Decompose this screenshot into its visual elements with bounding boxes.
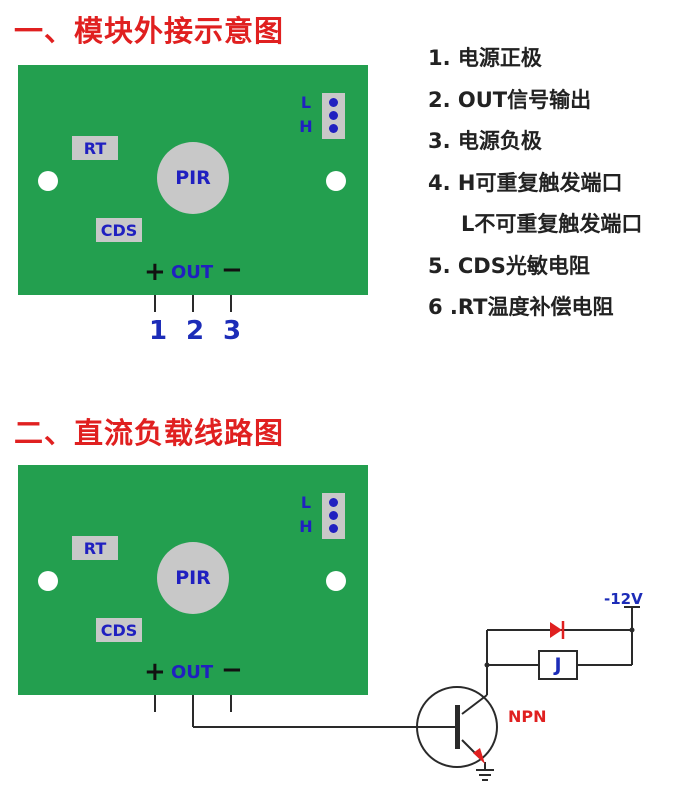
jumper-h-label: H (299, 117, 313, 136)
section1-title: 一、模块外接示意图 (14, 14, 285, 48)
relay-coil: J (538, 650, 578, 680)
mounting-hole-left (38, 571, 58, 591)
rt-label: RT (72, 536, 118, 560)
cds-label: CDS (96, 618, 142, 642)
emitter-arrow (473, 748, 485, 764)
junction-dot (629, 627, 635, 633)
minus-label: − (221, 655, 243, 685)
transistor-base-bar (455, 705, 460, 749)
out-label: OUT (171, 262, 214, 283)
pin-header: + OUT − (18, 257, 368, 287)
supply-voltage-label: -12V (604, 590, 643, 608)
legend-item-3: 3. 电源负极 (428, 129, 542, 153)
section2-title: 二、直流负载线路图 (14, 416, 285, 450)
legend-item-4h: 4. H可重复触发端口 (428, 170, 623, 195)
jumper-l-label: L (300, 493, 312, 512)
out-label: OUT (171, 662, 214, 683)
npn-label: NPN (508, 707, 547, 726)
legend-item-6: 6 .RT温度补偿电阻 (428, 295, 614, 319)
pir-module-board-circuit: PIR RT CDS L H + OUT − (18, 465, 368, 695)
jumper-h-label: H (299, 517, 313, 536)
pir-sensor: PIR (157, 542, 229, 614)
pin-number-2: 2 (186, 316, 205, 346)
rt-label: RT (72, 136, 118, 160)
mounting-hole-right (326, 171, 346, 191)
legend-item-4l: L不可重复触发端口 (461, 212, 643, 236)
plus-label: + (144, 257, 166, 287)
trigger-jumper (322, 93, 345, 139)
pir-sensor: PIR (157, 142, 229, 214)
legend-item-5: 5. CDS光敏电阻 (428, 253, 590, 278)
legend-item-1: 1. 电源正极 (428, 46, 542, 70)
pin-header: + OUT − (18, 657, 368, 687)
flyback-diode (550, 622, 562, 638)
pin-number-3: 3 (223, 316, 242, 346)
cds-label: CDS (96, 218, 142, 242)
trigger-jumper (322, 493, 345, 539)
minus-label: − (221, 255, 243, 285)
pir-module-board: PIR RT CDS L H + OUT − (18, 65, 368, 295)
collector-lead (461, 694, 488, 715)
npn-transistor-symbol (416, 686, 498, 768)
plus-label: + (144, 657, 166, 687)
mounting-hole-right (326, 571, 346, 591)
junction-dot (484, 662, 490, 668)
mounting-hole-left (38, 171, 58, 191)
jumper-l-label: L (300, 93, 312, 112)
pin-number-1: 1 (149, 316, 168, 346)
pin-legend: 1. 电源正极 2. OUT信号输出 3. 电源负极 4. H可重复触发端口 L… (428, 42, 693, 333)
legend-item-2: 2. OUT信号输出 (428, 87, 592, 112)
